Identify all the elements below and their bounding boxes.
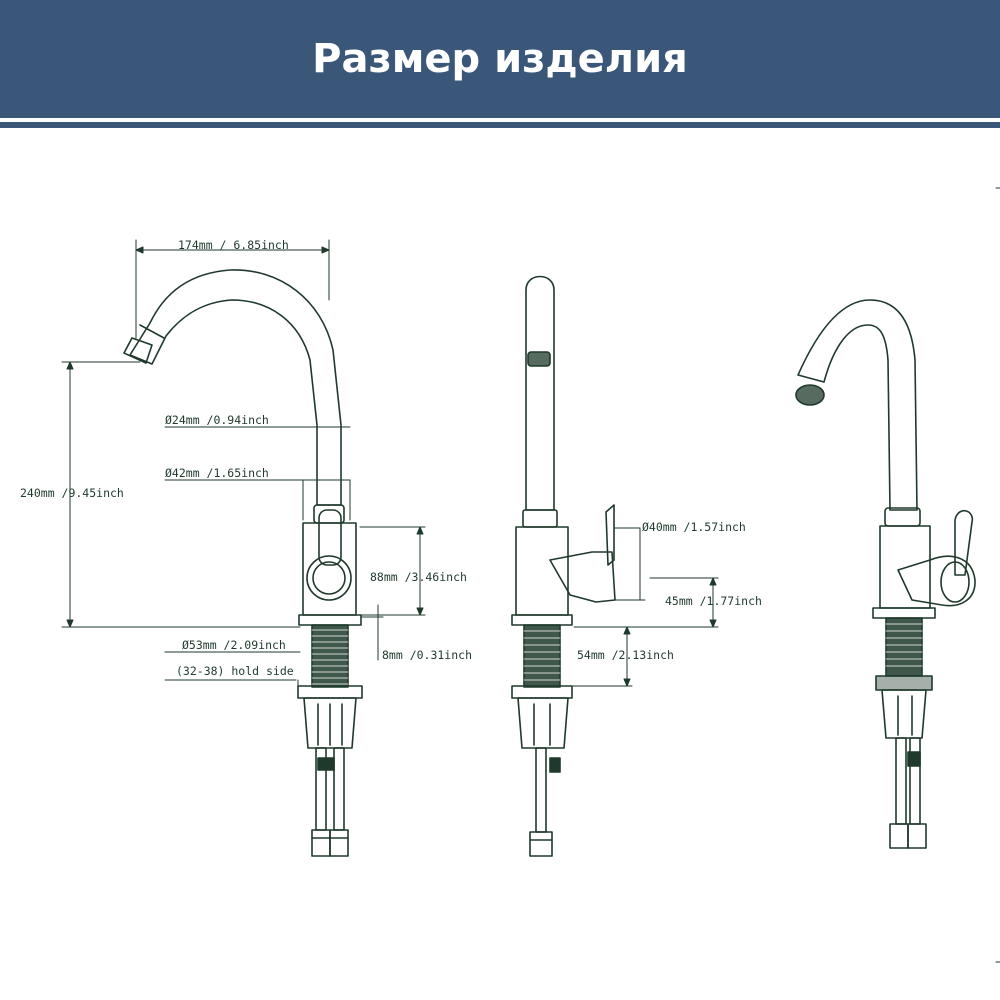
header-rule xyxy=(0,122,1000,128)
dim-base-thickness: 8mm /0.31inch xyxy=(382,648,472,662)
dim-upper-body-diameter: Ø42mm /1.65inch xyxy=(165,466,269,480)
header-banner xyxy=(0,0,1000,118)
front-clamp xyxy=(303,697,357,749)
side-handle xyxy=(549,551,616,603)
perspective-view xyxy=(795,299,976,849)
dim-body-height: 88mm /3.46inch xyxy=(370,570,467,584)
persp-hoses xyxy=(889,737,927,849)
page-title: Размер изделия xyxy=(312,36,688,82)
side-base xyxy=(511,614,573,626)
dim-spout-reach: 174mm / 6.85inch xyxy=(178,238,289,252)
dim-total-height: 240mm /9.45inch xyxy=(20,486,124,500)
front-handle-cap xyxy=(306,555,352,601)
side-lever xyxy=(605,504,615,566)
persp-lever xyxy=(954,510,974,576)
persp-lock-nut xyxy=(875,675,933,691)
front-view xyxy=(61,239,426,857)
side-ring xyxy=(522,509,558,528)
front-base xyxy=(298,614,362,626)
persp-handle xyxy=(897,555,976,607)
persp-base xyxy=(872,607,936,619)
front-spout-tip xyxy=(123,337,153,364)
dim-shank-length: 54mm /2.13inch xyxy=(577,648,674,662)
side-spout xyxy=(525,275,555,511)
persp-clamp xyxy=(881,689,927,739)
front-handle-lever xyxy=(318,509,342,566)
side-clamp xyxy=(517,697,569,749)
front-shank xyxy=(311,624,349,688)
dim-base-diameter: Ø53mm /2.09inch xyxy=(182,638,286,652)
side-hoses xyxy=(529,747,561,857)
dim-handle-diameter: Ø40mm /1.57inch xyxy=(642,520,746,534)
dim-hole-size: (32-38) hold side xyxy=(176,664,294,678)
side-view xyxy=(511,275,719,857)
persp-spout xyxy=(797,299,918,511)
front-body xyxy=(302,522,357,616)
dim-handle-height: 45mm /1.77inch xyxy=(665,594,762,608)
dim-spout-diameter: Ø24mm /0.94inch xyxy=(165,413,269,427)
side-shank xyxy=(523,624,561,688)
side-body xyxy=(515,526,569,616)
side-aerator xyxy=(527,351,551,367)
persp-aerator xyxy=(795,384,825,406)
front-spout xyxy=(129,269,342,506)
persp-shank xyxy=(885,617,923,677)
front-hoses xyxy=(311,747,349,857)
